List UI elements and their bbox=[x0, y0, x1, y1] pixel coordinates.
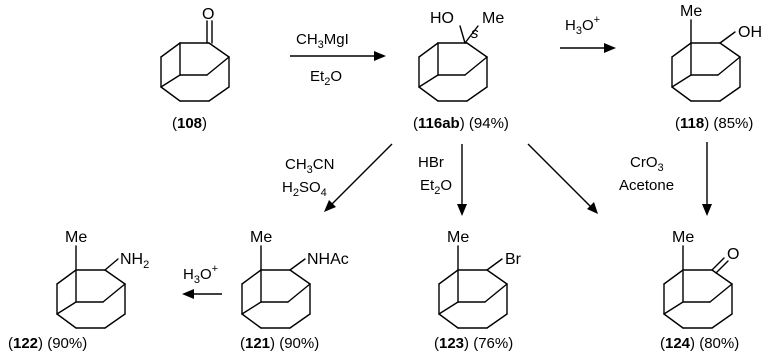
reagent-acid-2: H3O+ bbox=[183, 263, 218, 286]
reagent-acid-1: H3O+ bbox=[565, 14, 600, 37]
arrow-grignard: CH3MgI Et2O bbox=[290, 31, 386, 88]
compound-label-108: (108) bbox=[172, 115, 207, 132]
compound-label-124: (124) (80%) bbox=[660, 335, 739, 352]
reagent-hbr: HBr bbox=[418, 154, 444, 171]
compound-label-122: (122) (90%) bbox=[8, 335, 87, 352]
methyl-group: Me bbox=[672, 229, 694, 246]
amino-group: NH2 bbox=[120, 251, 149, 271]
methyl-group: Me bbox=[250, 229, 272, 246]
methyl-group: Me bbox=[447, 229, 469, 246]
reagent-grignard: CH3MgI bbox=[296, 31, 349, 51]
hydroxyl-group: HO bbox=[430, 10, 454, 27]
acetamido-group: NHAc bbox=[307, 251, 349, 268]
compound-124: Me O (124) (80%) bbox=[660, 229, 739, 352]
hydroxyl-group: OH bbox=[738, 24, 762, 41]
compound-122: Me NH2 (122) (90%) bbox=[8, 229, 149, 352]
methyl-group: Me bbox=[482, 10, 504, 27]
stereo-marker: s bbox=[471, 25, 479, 42]
arrow-bromination: HBr Et2O bbox=[418, 144, 467, 216]
compound-label-118: (118) (85%) bbox=[675, 115, 753, 132]
reagent-cro3: CrO3 bbox=[630, 154, 664, 174]
compound-116ab: HO Me s (116ab) (94%) bbox=[413, 10, 509, 132]
compound-label-116ab: (116ab) (94%) bbox=[413, 115, 509, 132]
solvent-hbr: Et2O bbox=[420, 177, 452, 197]
arrow-acid-rearrangement: H3O+ bbox=[560, 14, 616, 53]
oxo-atom: O bbox=[727, 246, 739, 263]
oxo-atom: O bbox=[202, 6, 214, 23]
compound-118: Me OH (118) (85%) bbox=[671, 3, 762, 132]
reagent-ritter-1: CH3CN bbox=[285, 156, 334, 176]
arrow-oxidation: CrO3 Acetone bbox=[619, 142, 712, 216]
methyl-group: Me bbox=[65, 229, 87, 246]
reagent-ritter-2: H2SO4 bbox=[282, 179, 327, 199]
compound-108: O (108) bbox=[160, 6, 230, 132]
arrow-direct-to-ketone bbox=[527, 143, 598, 214]
methyl-group: Me bbox=[680, 3, 702, 20]
arrow-ritter: CH3CN H2SO4 bbox=[282, 143, 393, 212]
bromo-atom: Br bbox=[505, 251, 522, 268]
solvent-grignard: Et2O bbox=[310, 68, 342, 88]
compound-121: Me NHAc (121) (90%) bbox=[240, 229, 349, 352]
compound-label-123: (123) (76%) bbox=[434, 335, 513, 352]
compound-label-121: (121) (90%) bbox=[240, 335, 319, 352]
solvent-acetone: Acetone bbox=[619, 177, 674, 194]
arrow-hydrolysis: H3O+ bbox=[182, 263, 222, 299]
compound-123: Me Br (123) (76%) bbox=[434, 229, 522, 352]
